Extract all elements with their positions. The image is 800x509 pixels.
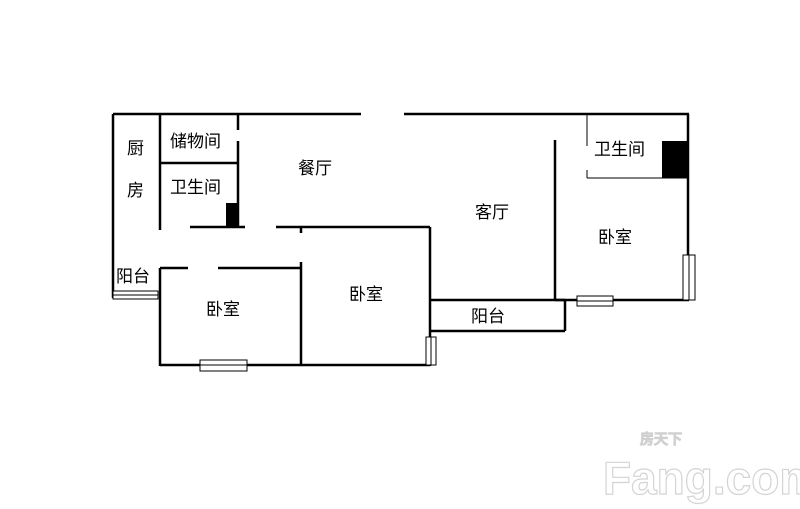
watermark-brand-cn: 房天下 [640, 431, 682, 448]
shaft-block-right [662, 141, 688, 178]
label-bedroom-left: 卧室 [206, 300, 240, 320]
watermark-brand: Fang.com [603, 452, 800, 504]
label-bedroom-middle: 卧室 [349, 285, 383, 305]
label-kitchen-1: 厨 [127, 139, 144, 159]
windows [112, 254, 696, 372]
label-storage: 储物间 [170, 132, 221, 152]
label-balcony-middle: 阳台 [471, 307, 505, 327]
shaft-block-left [226, 203, 239, 228]
label-dining: 餐厅 [298, 159, 332, 179]
label-living: 客厅 [475, 203, 509, 223]
label-bedroom-right: 卧室 [598, 228, 632, 248]
label-kitchen-2: 房 [127, 181, 144, 201]
room-labels: 厨 房 储物间 卫生间 餐厅 客厅 卫生间 卧室 卧室 卧室 阳台 阳台 [116, 132, 645, 327]
label-bathroom-right: 卫生间 [594, 140, 645, 160]
label-balcony-left: 阳台 [116, 267, 150, 287]
watermark-logo: 房天下 Fang.com [602, 431, 800, 505]
label-bathroom-left: 卫生间 [170, 178, 221, 198]
